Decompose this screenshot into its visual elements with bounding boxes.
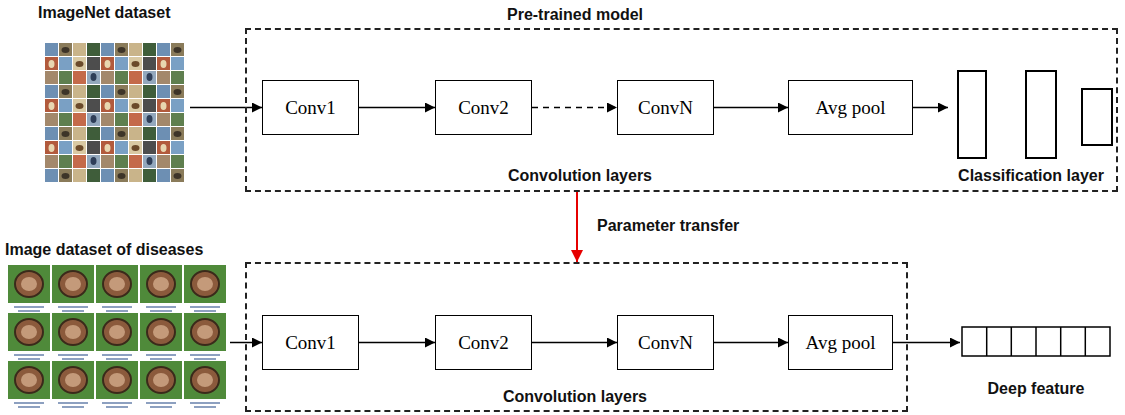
- layer-box: Conv1: [262, 315, 359, 370]
- model-frame: Convolution layers Conv1 Conv2 ConvN Avg poo…: [245, 262, 908, 412]
- flow-arrow: [913, 107, 948, 109]
- layer-box: Conv1: [262, 80, 359, 135]
- layer-label: Conv1: [285, 332, 336, 354]
- cell-divider: [1035, 327, 1037, 356]
- classification-bars: [958, 71, 1112, 158]
- dataset-panel: ImageNet dataset: [38, 3, 190, 188]
- group-heading: Pre-trained model: [507, 5, 643, 24]
- model-frame: Pre-trained modelConvolution layersConv1…: [245, 28, 1118, 192]
- flow-arrow: [359, 107, 435, 109]
- layer-label: Avg pool: [806, 332, 876, 354]
- imagenet-thumbnails: [45, 43, 185, 183]
- cell-divider: [1085, 327, 1087, 356]
- block-heading: Image dataset of diseases: [5, 240, 203, 259]
- feature-block: Deep feature: [960, 326, 1112, 401]
- flow-arrow: [359, 342, 435, 344]
- layer-label: Conv2: [458, 332, 509, 354]
- feature-cells: [962, 327, 1110, 356]
- fc-bar: [1082, 89, 1112, 145]
- pool-box: Avg pool: [788, 80, 913, 135]
- block-heading: ImageNet dataset: [38, 3, 171, 22]
- flow-arrow: [532, 107, 617, 109]
- flow-arrow: [190, 107, 262, 109]
- layer-label: Conv2: [458, 97, 509, 119]
- layer-box: Conv2: [435, 315, 532, 370]
- layer-label: ConvN: [638, 97, 693, 119]
- layer-label: Conv1: [285, 97, 336, 119]
- fc-bar: [1026, 71, 1056, 158]
- block-heading: Classification layer: [958, 166, 1104, 185]
- layer-label: Avg pool: [816, 97, 886, 119]
- cell-divider: [986, 327, 988, 356]
- pool-box: Avg pool: [788, 315, 893, 370]
- group-heading: Convolution layers: [508, 166, 652, 185]
- dataset-panel: Image dataset of diseases: [5, 240, 230, 412]
- layer-box: Conv2: [435, 80, 532, 135]
- flow-arrow: [532, 342, 617, 344]
- cell-divider: [1011, 327, 1013, 356]
- layer-box: ConvN: [617, 80, 714, 135]
- flow-arrow: [893, 342, 960, 344]
- layer-box: ConvN: [617, 315, 714, 370]
- classification-block: Classification layer: [948, 68, 1114, 188]
- fc-bar: [958, 71, 986, 158]
- edge-label: Parameter transfer: [595, 216, 741, 235]
- cell-divider: [1060, 327, 1062, 356]
- disease-thumbnails: [8, 265, 228, 409]
- block-heading: Deep feature: [988, 379, 1085, 398]
- flow-arrow: [714, 342, 788, 344]
- connectors: [190, 108, 960, 343]
- flow-arrow: [714, 107, 788, 109]
- layer-label: ConvN: [638, 332, 693, 354]
- feature-vector: [962, 327, 1110, 356]
- group-heading: Convolution layers: [503, 387, 647, 406]
- transfer-arrow: [576, 192, 578, 262]
